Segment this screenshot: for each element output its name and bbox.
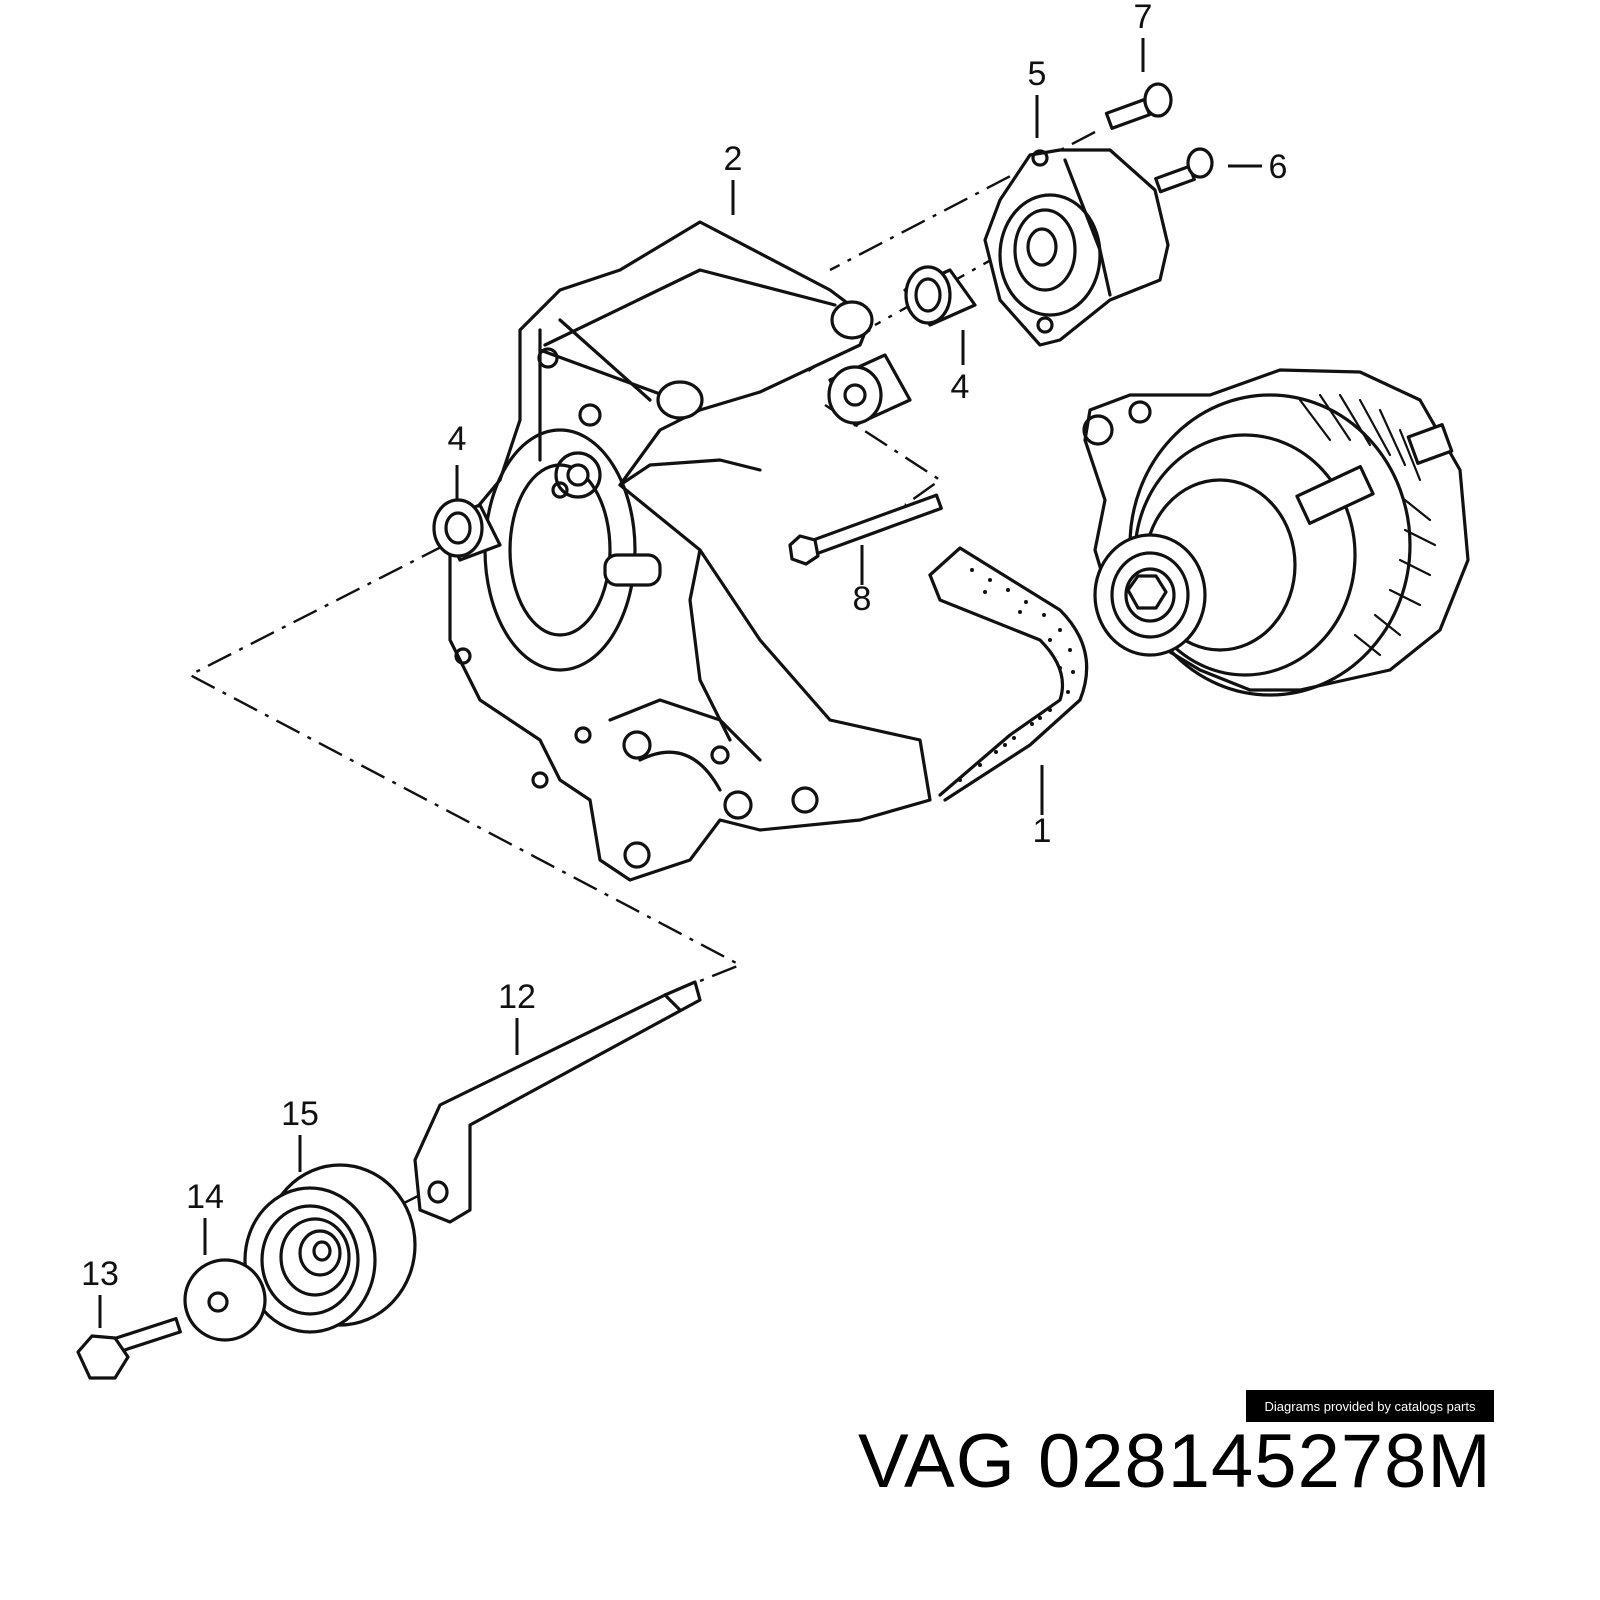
leader-lines [98,38,1262,1328]
callout-1: 1 [1033,812,1052,850]
callout-12: 12 [498,978,536,1016]
callout-6: 6 [1269,148,1288,186]
callout-7: 7 [1134,0,1153,36]
idler-pulley-part-15 [243,1163,417,1334]
washer-part-14 [183,1258,267,1342]
callout-14: 14 [186,1178,224,1216]
bushing-part-4-upper [903,265,977,327]
bushing-part-4-left [432,498,502,562]
bolt-part-13 [76,1316,182,1380]
screw-part-7 [1104,82,1173,130]
tensioner-arm-part-12 [413,980,702,1224]
callout-13: 13 [81,1255,119,1293]
callout-2: 2 [724,140,743,178]
bracket-part-2 [448,220,932,882]
bolt-part-8 [788,493,943,566]
callout-8: 8 [853,580,872,618]
callout-labels: 1 2 4 4 5 6 7 8 12 13 14 15 [81,0,1287,1293]
callout-5: 5 [1028,55,1047,93]
bushing-on-bracket [827,353,912,427]
credit-badge: Diagrams provided by catalogs parts [1246,1390,1494,1422]
callout-15: 15 [281,1095,319,1133]
ribbed-belt-part-1 [928,546,1089,802]
alternator [1082,368,1470,697]
callout-4-left: 4 [448,420,467,458]
tensioner-part-5 [983,148,1170,347]
part-number-title: VAG 028145278M [858,1419,1492,1504]
callout-4-upper: 4 [951,368,970,406]
screw-part-6 [1154,147,1214,194]
